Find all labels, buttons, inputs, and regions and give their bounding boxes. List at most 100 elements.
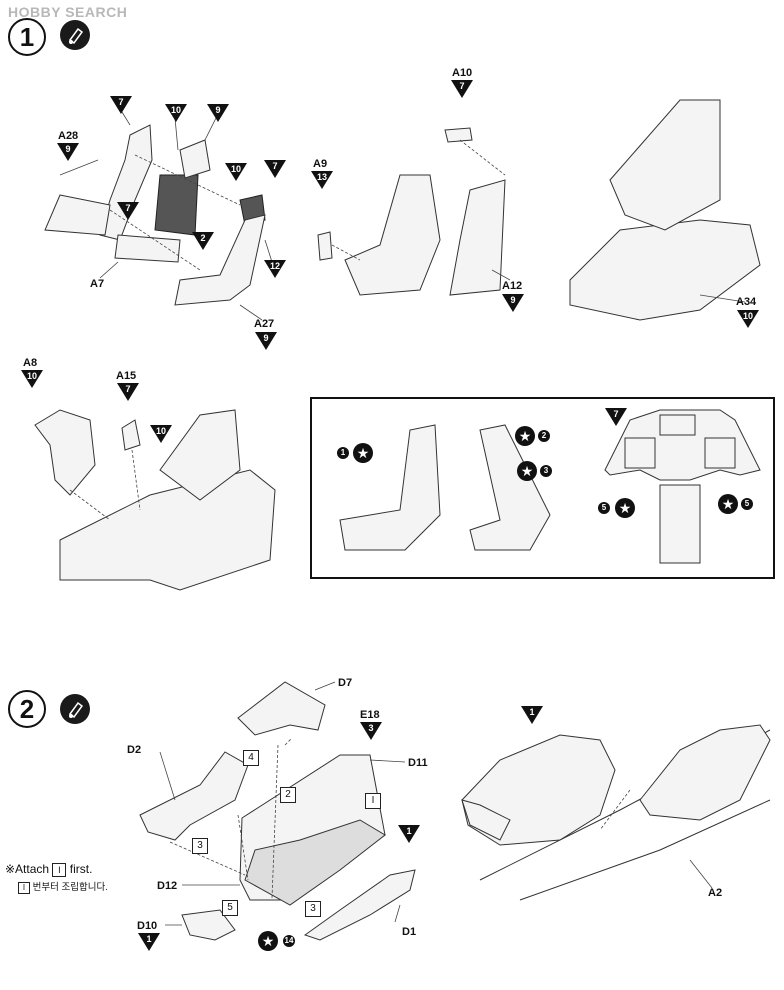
sequence-box: 4 [243, 750, 259, 766]
color-code-badge: 3 [360, 722, 382, 740]
part-label-e18: E18 [360, 709, 380, 721]
painting-inset-panel [310, 397, 775, 579]
step-1-number: 1 [8, 18, 46, 56]
part-label-a2: A2 [708, 887, 723, 899]
color-code-number: 7 [272, 161, 278, 171]
step-2-number: 2 [8, 690, 46, 728]
color-code-number: 9 [215, 105, 221, 115]
color-code-number: 1 [146, 934, 152, 944]
color-code-number: 3 [368, 723, 374, 733]
cockpit-tub-view-2 [34, 409, 276, 591]
color-code-number: 7 [459, 81, 465, 91]
decal-callout-number: 1 [337, 447, 349, 459]
decal-callout-number: 3 [540, 465, 552, 477]
seat-assembled-view [317, 127, 511, 296]
color-code-badge: 7 [605, 408, 627, 426]
color-code-number: 9 [263, 333, 269, 343]
color-code-number: 7 [125, 384, 131, 394]
canopy-and-fuselage-view [461, 724, 771, 901]
color-code-number: 9 [65, 144, 71, 154]
color-code-badge: 10 [737, 310, 759, 328]
color-code-badge: 7 [451, 80, 473, 98]
note-box: I [52, 863, 67, 877]
color-code-badge: 10 [21, 370, 43, 388]
color-code-number: 7 [118, 97, 124, 107]
part-label-a7: A7 [90, 278, 105, 290]
color-code-badge: 10 [150, 425, 172, 443]
decal-star-icon: ★ [517, 461, 537, 481]
sequence-box: I [365, 793, 381, 809]
color-code-number: 2 [200, 233, 206, 243]
color-code-badge: 13 [311, 171, 333, 189]
note-box: I [18, 882, 30, 894]
color-code-number: 10 [230, 164, 241, 174]
color-code-number: 7 [125, 203, 131, 213]
part-label-d10: D10 [137, 920, 158, 932]
color-code-number: 10 [742, 311, 753, 321]
color-code-badge: 12 [264, 260, 286, 278]
decal-callout-number: 5 [598, 502, 610, 514]
cement-icon [60, 20, 90, 50]
sequence-box: 3 [192, 838, 208, 854]
color-code-badge: 2 [192, 232, 214, 250]
seat-exploded-view [44, 111, 273, 321]
part-label-a15: A15 [116, 370, 137, 382]
part-label-d12: D12 [157, 880, 178, 892]
color-code-badge: 7 [117, 202, 139, 220]
part-label-d7: D7 [338, 677, 353, 689]
color-code-number: 10 [155, 426, 166, 436]
part-label-a12: A12 [502, 280, 523, 292]
decal-callout-number: 2 [538, 430, 550, 442]
color-code-number: 13 [316, 172, 327, 182]
color-code-number: 9 [510, 295, 516, 305]
watermark: HOBBY SEARCH [8, 4, 128, 20]
part-label-a8: A8 [23, 357, 38, 369]
part-label-a34: A34 [736, 296, 757, 308]
cockpit-tub-view-1 [569, 99, 761, 321]
sequence-box: 5 [222, 900, 238, 916]
color-code-number: 1 [529, 707, 535, 717]
cement-icon [60, 694, 90, 724]
color-code-number: 1 [406, 826, 412, 836]
color-code-badge: 9 [502, 294, 524, 312]
color-code-badge: 9 [207, 104, 229, 122]
color-code-badge: 9 [57, 143, 79, 161]
sequence-box: 3 [305, 901, 321, 917]
note-text: 번부터 조립합니다. [32, 882, 108, 893]
color-code-badge: 10 [165, 104, 187, 122]
fuselage-parts-exploded [139, 681, 416, 941]
part-label-a10: A10 [452, 67, 473, 79]
decal-star-icon: ★ [515, 426, 535, 446]
sequence-box: 2 [280, 787, 296, 803]
decal-star-icon: ★ [615, 498, 635, 518]
part-label-d1: D1 [402, 926, 417, 938]
color-code-badge: 10 [225, 163, 247, 181]
decal-callout-number: 5 [741, 498, 753, 510]
color-code-number: 7 [613, 409, 619, 419]
color-code-badge: 9 [255, 332, 277, 350]
note-suffix: first. [69, 862, 93, 876]
color-code-number: 10 [26, 371, 37, 381]
inset-instrument-panel [604, 409, 761, 564]
decal-star-icon: ★ [718, 494, 738, 514]
part-label-d2: D2 [127, 744, 142, 756]
assembly-note-korean: I 번부터 조립합니다. [18, 879, 108, 894]
color-code-number: 12 [269, 261, 280, 271]
part-label-a27: A27 [254, 318, 275, 330]
color-code-badge: 1 [138, 933, 160, 951]
color-code-badge: 7 [117, 383, 139, 401]
part-label-d11: D11 [408, 757, 428, 769]
note-prefix: ※Attach [5, 862, 50, 876]
part-label-a28: A28 [58, 130, 79, 142]
decal-star-icon: ★ [353, 443, 373, 463]
color-code-badge: 1 [398, 825, 420, 843]
decal-star-icon: ★ [258, 931, 278, 951]
color-code-badge: 7 [264, 160, 286, 178]
color-code-badge: 1 [521, 706, 543, 724]
color-code-badge: 7 [110, 96, 132, 114]
decal-callout-number: 14 [283, 935, 295, 947]
part-label-a9: A9 [313, 158, 328, 170]
inset-seat-left [339, 424, 441, 551]
color-code-number: 10 [170, 105, 181, 115]
